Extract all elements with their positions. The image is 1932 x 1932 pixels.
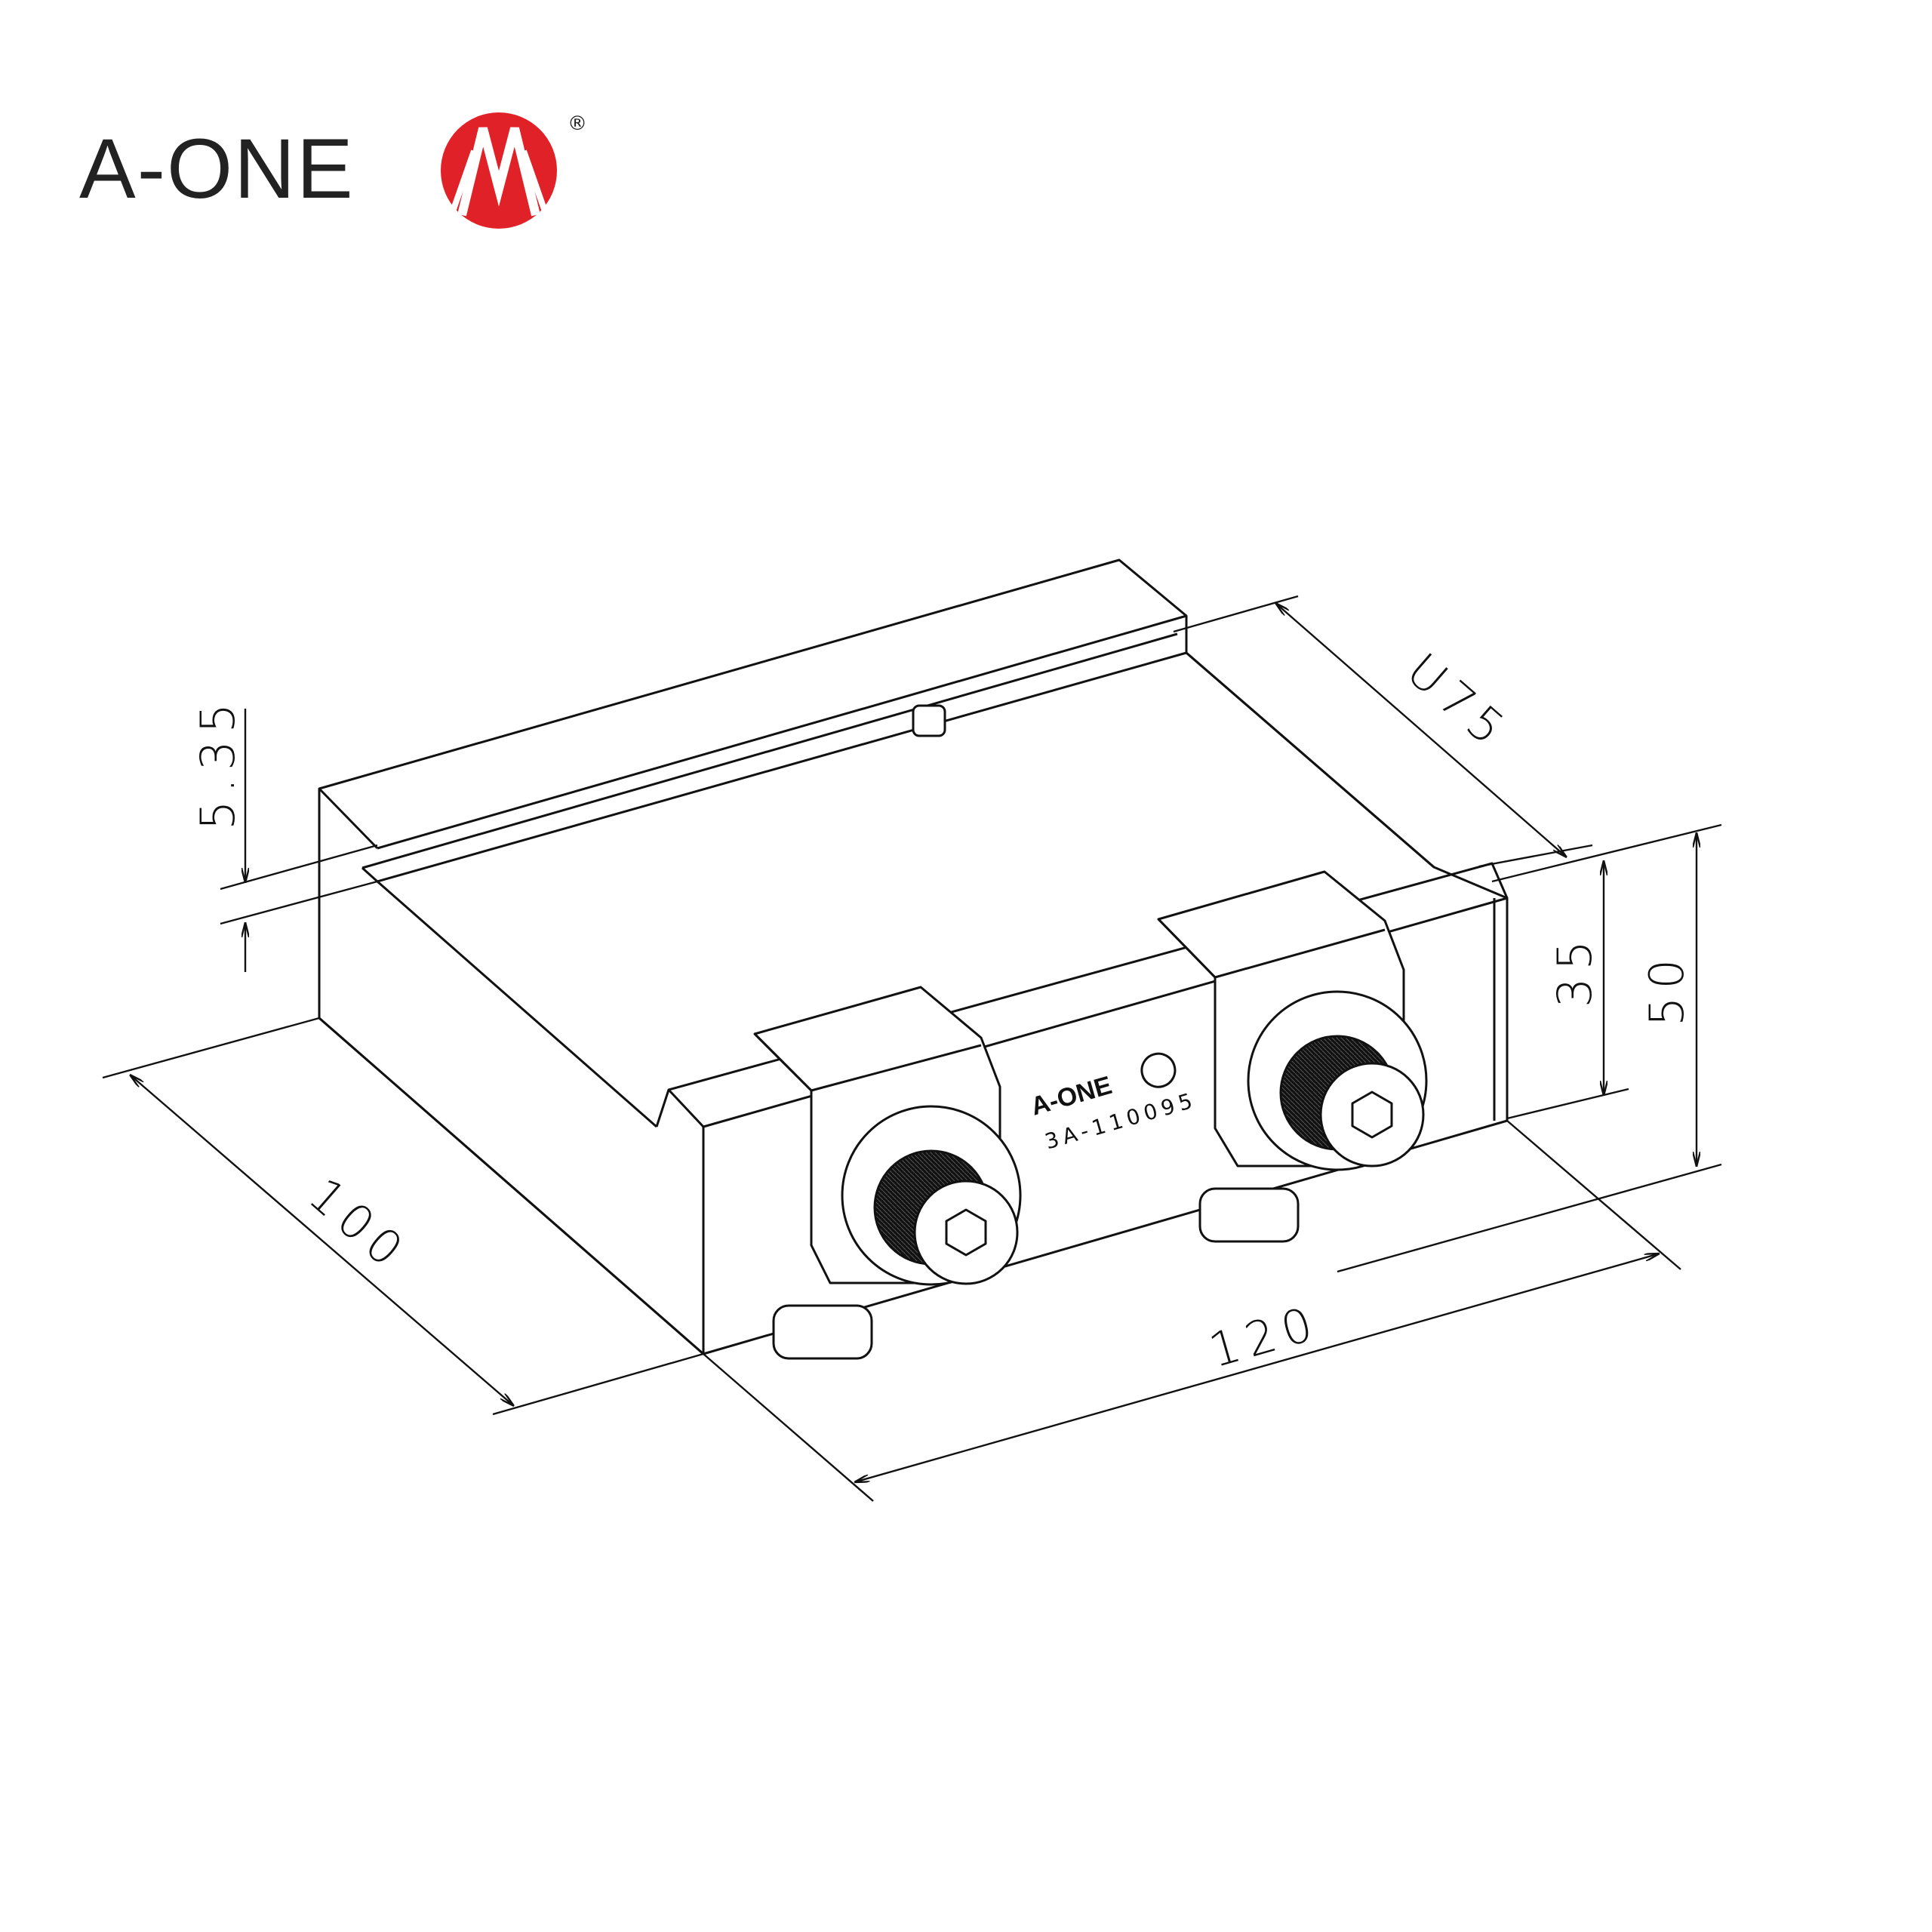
dim-lip: 5.35	[190, 696, 245, 830]
dim-depth: 100	[298, 1167, 419, 1281]
clamp-left	[753, 986, 1022, 1286]
registered-mark: ®	[568, 112, 587, 135]
socket-head-screw-icon	[913, 1180, 1019, 1285]
dim-height-total: 50	[1639, 952, 1694, 1026]
locating-pin	[912, 704, 946, 737]
logo-text: A-ONE	[79, 122, 355, 216]
dim-slot: U75	[1396, 642, 1520, 760]
clamp-right	[1157, 870, 1428, 1171]
brand-logo: A-ONE ®	[79, 112, 587, 229]
dimension-lines	[102, 595, 1722, 1502]
dim-height-inner: 35	[1547, 933, 1602, 1008]
socket-head-screw-icon	[1319, 1062, 1425, 1168]
